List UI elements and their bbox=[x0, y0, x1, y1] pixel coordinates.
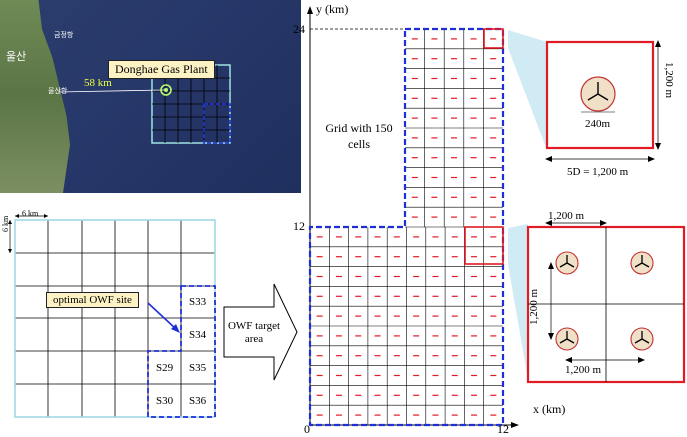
satellite-map: 울산 금정항 울산항 58 km Donghae Gas Plant bbox=[0, 0, 301, 193]
tick-y-24: 24 bbox=[293, 22, 305, 36]
turbine-icon bbox=[630, 251, 654, 275]
arrow-label: OWF target area bbox=[227, 320, 281, 345]
plant-marker-icon bbox=[160, 84, 172, 96]
inset-connectors bbox=[508, 30, 547, 380]
place-label-2: 울산항 bbox=[48, 87, 68, 95]
quad-bottom-label: 1,200 m bbox=[565, 364, 602, 376]
cell-label: S35 bbox=[189, 362, 207, 374]
turbine-icon bbox=[555, 327, 579, 351]
cell-label: S33 bbox=[189, 296, 207, 308]
map-overlay bbox=[57, 64, 231, 144]
distance-label: 58 km bbox=[84, 77, 112, 89]
optimal-site-outline bbox=[147, 285, 216, 418]
inset-quad-svg bbox=[526, 220, 686, 384]
highlight-single-cell bbox=[483, 28, 504, 49]
inset-width-label: 5D = 1,200 m bbox=[567, 166, 629, 178]
plant-callout: Donghae Gas Plant bbox=[108, 60, 215, 79]
optimal-site-callout: optimal OWF site bbox=[46, 292, 139, 308]
block-arrow-icon bbox=[223, 283, 298, 381]
x-axis-label: x (km) bbox=[533, 402, 566, 416]
grid-note: Grid with 150 cells bbox=[324, 120, 394, 152]
tick-x-12: 12 bbox=[497, 422, 509, 436]
map-target-area bbox=[203, 103, 231, 144]
scale-label-h: 6 km bbox=[22, 209, 39, 218]
inset-single-svg bbox=[545, 40, 661, 162]
quad-top-label: 1,200 m bbox=[548, 210, 585, 222]
turbine-icon bbox=[555, 251, 579, 275]
highlight-quad-cell bbox=[464, 226, 504, 265]
scale-label-v: 6 km bbox=[1, 215, 10, 232]
city-label: 울산 bbox=[6, 50, 27, 63]
cell-label: S34 bbox=[189, 329, 207, 341]
rotor-label: 240m bbox=[585, 118, 611, 130]
cell-label: S29 bbox=[156, 362, 174, 374]
layout-boundary bbox=[308, 27, 505, 427]
turbine-icon bbox=[630, 327, 654, 351]
tick-y-12: 12 bbox=[293, 219, 305, 233]
distance-line bbox=[57, 89, 166, 93]
site-grid-svg bbox=[8, 214, 216, 418]
quad-side-label: 1,200 m bbox=[528, 288, 540, 325]
layout-grid-svg bbox=[307, 6, 519, 428]
y-axis-label: y (km) bbox=[316, 2, 349, 16]
place-label-1: 금정항 bbox=[54, 31, 74, 39]
cell-label: S36 bbox=[189, 395, 207, 407]
inset-height-label: 1,200 m bbox=[663, 62, 675, 99]
cell-label: S30 bbox=[156, 395, 174, 407]
tick-origin: 0 bbox=[304, 422, 310, 436]
